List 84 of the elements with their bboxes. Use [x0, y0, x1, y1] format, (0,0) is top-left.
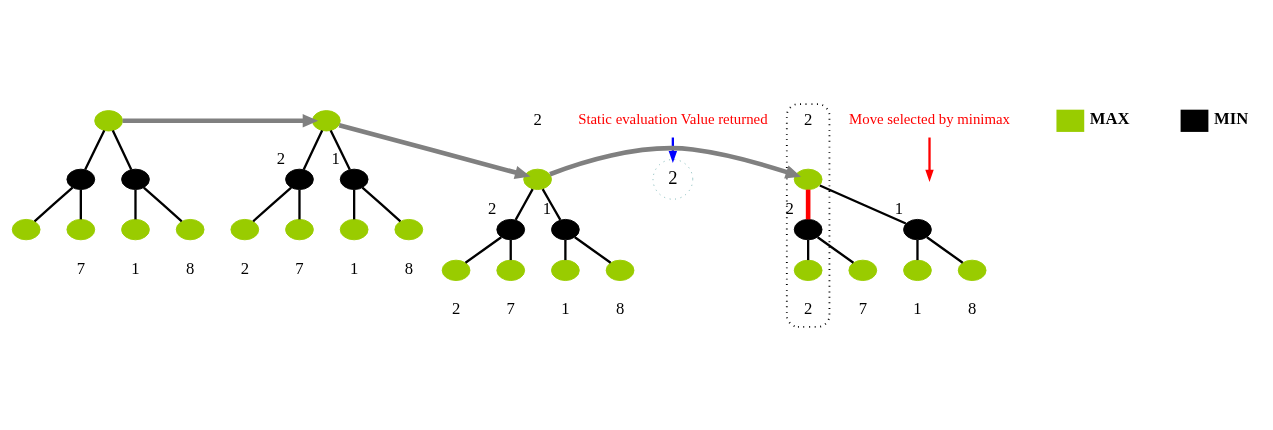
- node-label: 2: [785, 198, 794, 218]
- node-label: 7: [295, 258, 304, 278]
- node-label: 2: [240, 258, 249, 278]
- node-circle: [121, 168, 150, 190]
- node-circle: [339, 218, 369, 240]
- node-label: 1: [331, 148, 340, 168]
- node-text: Static evaluation Value returned: [578, 110, 768, 127]
- node-label: 1: [561, 298, 570, 318]
- arrow: [338, 122, 531, 179]
- connector: [298, 189, 301, 219]
- node-circle: [793, 259, 823, 281]
- connector: [252, 186, 292, 222]
- connector: [807, 239, 810, 260]
- node-label: 7: [506, 298, 515, 318]
- node-label: 2: [488, 198, 497, 218]
- node-label: 7: [858, 298, 867, 318]
- node-circle: [312, 109, 341, 131]
- connector: [564, 239, 567, 260]
- connector: [916, 239, 919, 260]
- arrow: [549, 145, 802, 178]
- connector: [817, 235, 855, 264]
- connector: [329, 129, 351, 170]
- arrow: [925, 137, 934, 182]
- node-circle: [441, 259, 471, 281]
- node-circle: [957, 259, 987, 281]
- node-label: 2: [803, 109, 813, 129]
- connector: [143, 186, 183, 222]
- node-circle: [605, 259, 635, 281]
- node-circle: [66, 168, 96, 190]
- node-circle: [903, 259, 932, 281]
- node-label: 2: [803, 298, 813, 318]
- node-label: 8: [404, 258, 413, 278]
- node-circle: [66, 218, 96, 240]
- node-circle: [523, 168, 552, 190]
- node-circle: [121, 218, 150, 240]
- connector: [574, 235, 612, 264]
- connector: [33, 186, 74, 222]
- connector: [926, 235, 964, 264]
- node-circle: [230, 218, 260, 240]
- connector: [509, 239, 512, 260]
- node-label: 1: [913, 298, 922, 318]
- node-circle: [793, 168, 823, 190]
- connector: [302, 129, 324, 170]
- node-label: 8: [967, 298, 977, 318]
- node-label: 8: [185, 258, 195, 278]
- connector: [541, 188, 562, 220]
- node-label: 2: [451, 298, 461, 318]
- connector: [819, 183, 907, 225]
- node-circle: [394, 218, 424, 240]
- node-label: 1: [542, 198, 552, 218]
- node-circle: [793, 218, 823, 240]
- arrow: [122, 113, 319, 128]
- node-circle: [848, 259, 878, 281]
- legend-label: MAX: [1089, 108, 1130, 128]
- node-label: 2: [276, 148, 286, 168]
- node-circle: [285, 168, 314, 190]
- node-label: 1: [349, 258, 359, 278]
- node-label: 2: [533, 109, 542, 129]
- node-circle: [551, 218, 580, 240]
- node-circle: [496, 218, 526, 240]
- connector: [352, 189, 356, 219]
- connector: [464, 235, 502, 264]
- node-text: Move selected by minimax: [849, 110, 1010, 127]
- connector: [84, 129, 106, 170]
- node-circle: [94, 109, 123, 131]
- node-label: 1: [894, 198, 904, 218]
- connector: [134, 189, 137, 219]
- node-circle: [339, 168, 369, 190]
- node-circle: [496, 259, 526, 281]
- legend-label: MIN: [1213, 108, 1249, 128]
- node-label: 1: [131, 258, 140, 278]
- connector: [79, 189, 82, 219]
- node-label: 8: [615, 298, 625, 318]
- connector: [514, 188, 534, 220]
- node-circle: [175, 218, 205, 240]
- node-circle: [11, 218, 41, 240]
- connector: [805, 189, 811, 219]
- connector: [111, 129, 133, 170]
- connector: [361, 186, 402, 222]
- node-circle: [285, 218, 314, 240]
- node-circle: 2: [652, 158, 694, 200]
- node-label: 7: [76, 258, 85, 278]
- node-circle: [551, 259, 580, 281]
- node-circle: [903, 218, 932, 240]
